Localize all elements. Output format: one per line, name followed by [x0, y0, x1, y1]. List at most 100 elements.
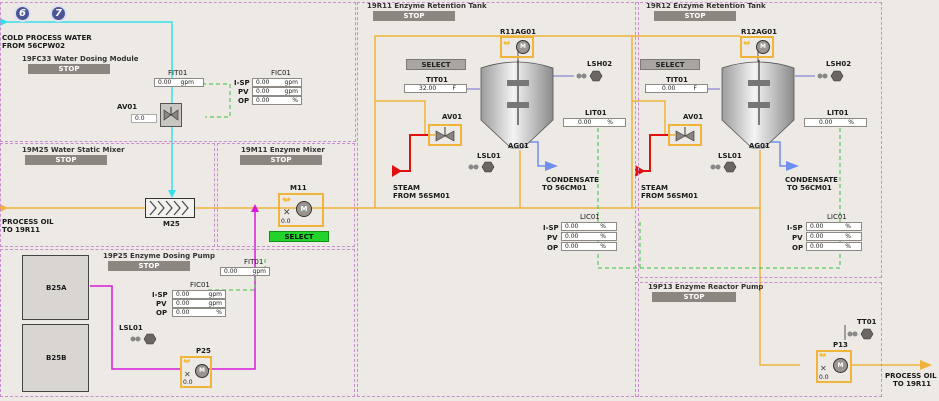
- p13-tag: P13: [833, 341, 848, 349]
- r11-lsl01-tag: LSL01: [477, 152, 501, 160]
- water-dosing-status[interactable]: STOP: [28, 64, 110, 74]
- r11-tit01-tag: TIT01: [426, 76, 448, 84]
- r12-lsl01-switch[interactable]: [708, 161, 738, 175]
- valve-icon: [435, 127, 455, 142]
- fic01-tag: FIC01: [271, 69, 291, 77]
- r11-status[interactable]: STOP: [373, 11, 455, 21]
- hand-icon: 👐: [819, 352, 827, 359]
- pump-icon: M: [833, 358, 848, 373]
- process-oil-in-line2: TO 19R11: [2, 226, 41, 234]
- r11ag01-motor-button[interactable]: 👐 M: [500, 36, 534, 58]
- cold-water-label-line2: FROM 56CPW02: [2, 42, 65, 50]
- r12-lsh02-switch[interactable]: [815, 70, 845, 84]
- r12-select-button[interactable]: SELECT: [640, 59, 700, 70]
- level-switch-icon: [817, 70, 844, 82]
- process-oil-in-line1: PROCESS OIL: [2, 218, 54, 226]
- static-mixer-status[interactable]: STOP: [25, 155, 107, 165]
- static-mixer-tag: M25: [163, 220, 180, 228]
- r11-lic01-isp[interactable]: 0.00%: [561, 222, 617, 231]
- fault-x-icon: ✕: [283, 208, 291, 218]
- static-mixer-title: 19M25 Water Static Mixer: [22, 146, 125, 154]
- p25-fic01-tag: FIC01: [190, 281, 210, 289]
- r12-panel: [635, 2, 882, 278]
- agitator-motor-icon: M: [516, 40, 530, 54]
- process-oil-out-line2: TO 19R11: [893, 380, 932, 388]
- r11-lsh02-switch[interactable]: [574, 70, 604, 84]
- p13-tt01-tag: TT01: [857, 318, 877, 326]
- r11-lsl01-switch[interactable]: [466, 161, 496, 175]
- m11-motor-button[interactable]: 👐 ✕ M 0.0: [278, 193, 324, 227]
- hand-icon: 👐: [282, 196, 291, 204]
- r12-condensate-line2: TO 56CM01: [787, 184, 832, 192]
- process-oil-out-line1: PROCESS OIL: [885, 372, 937, 380]
- r12-av01-valve-button[interactable]: [668, 124, 702, 146]
- p13-pump-button[interactable]: 👐 ✕ M 0.0: [816, 350, 852, 383]
- r12-ag01-label: AG01: [749, 142, 770, 150]
- hand-icon: 👐: [503, 40, 511, 47]
- enzyme-pipe: [90, 285, 180, 370]
- r12-title: 19R12 Enzyme Retention Tank: [646, 2, 766, 10]
- pump-icon: M: [195, 364, 209, 378]
- r11-select-button[interactable]: SELECT: [406, 59, 466, 70]
- temperature-switch-icon: [847, 328, 874, 340]
- enzyme-mixer-status[interactable]: STOP: [240, 155, 322, 165]
- hand-icon: 👐: [743, 40, 751, 47]
- r11-lic01-pv: 0.00%: [561, 232, 617, 241]
- nav-screen-7-button[interactable]: 7: [50, 5, 67, 22]
- r12-status[interactable]: STOP: [654, 11, 736, 21]
- r12ag01-motor-button[interactable]: 👐 M: [740, 36, 774, 58]
- hand-icon: 👐: [183, 358, 191, 365]
- r12-steam-line1: STEAM: [641, 184, 668, 192]
- p25-pump-button[interactable]: 👐 ✕ M 0.0: [180, 356, 212, 388]
- p25-fit01-tag: FIT01: [244, 258, 264, 266]
- av01-tag: AV01: [117, 103, 138, 111]
- valve-icon: [675, 127, 695, 142]
- fic01-op-field: 0.00%: [252, 96, 302, 105]
- p13-tt01-switch[interactable]: [845, 328, 875, 342]
- fault-x-icon: ✕: [184, 370, 191, 379]
- level-switch-icon: [130, 333, 157, 345]
- r12-lic01-isp[interactable]: 0.00%: [806, 222, 862, 231]
- cold-water-pipe: [2, 21, 173, 193]
- static-mixer-panel: [0, 143, 215, 247]
- r12-lsl01-tag: LSL01: [718, 152, 742, 160]
- r11-lic01-op: 0.00%: [561, 242, 617, 251]
- level-switch-icon: [576, 70, 603, 82]
- r12-lic01-tag: LIC01: [827, 213, 847, 221]
- enzyme-dosing-pump-title: 19P25 Enzyme Dosing Pump: [103, 252, 215, 260]
- m11-select-button[interactable]: SELECT: [269, 231, 329, 242]
- enzyme-mixer-title: 19M11 Enzyme Mixer: [241, 146, 325, 154]
- agitator-motor-icon: M: [756, 40, 770, 54]
- enzyme-dosing-pump-panel: [0, 249, 355, 397]
- p25-lsl01-switch[interactable]: [128, 333, 158, 347]
- tote-b25a: [22, 255, 89, 320]
- r12-steam-line2: FROM 56SM01: [641, 192, 699, 200]
- valve-icon: [163, 107, 179, 121]
- p25-lsl01-tag: LSL01: [119, 324, 143, 332]
- r11-condensate-line2: TO 56CM01: [542, 184, 587, 192]
- r12-tit01-tag: TIT01: [666, 76, 688, 84]
- r11-lit01-value: 0.00%: [563, 118, 626, 127]
- nav-screen-6-button[interactable]: 6: [14, 5, 31, 22]
- r12-lic01-pv: 0.00%: [806, 232, 862, 241]
- r12-lit01-tag: LIT01: [827, 109, 849, 117]
- enzyme-dosing-pump-status[interactable]: STOP: [108, 261, 190, 271]
- r11-title: 19R11 Enzyme Retention Tank: [367, 2, 487, 10]
- level-switch-icon: [710, 161, 737, 173]
- p25-fic01-op: 0.00%: [172, 308, 226, 317]
- reactor-pump-status[interactable]: STOP: [652, 292, 736, 302]
- tote-b25b-label: B25B: [46, 354, 67, 362]
- r12-lsh02-tag: LSH02: [826, 60, 852, 68]
- av01-valve-button[interactable]: [160, 103, 182, 127]
- r12-lit01-value: 0.00%: [804, 118, 867, 127]
- r11-av01-valve-button[interactable]: [428, 124, 462, 146]
- reactor-pump-panel: [635, 282, 882, 397]
